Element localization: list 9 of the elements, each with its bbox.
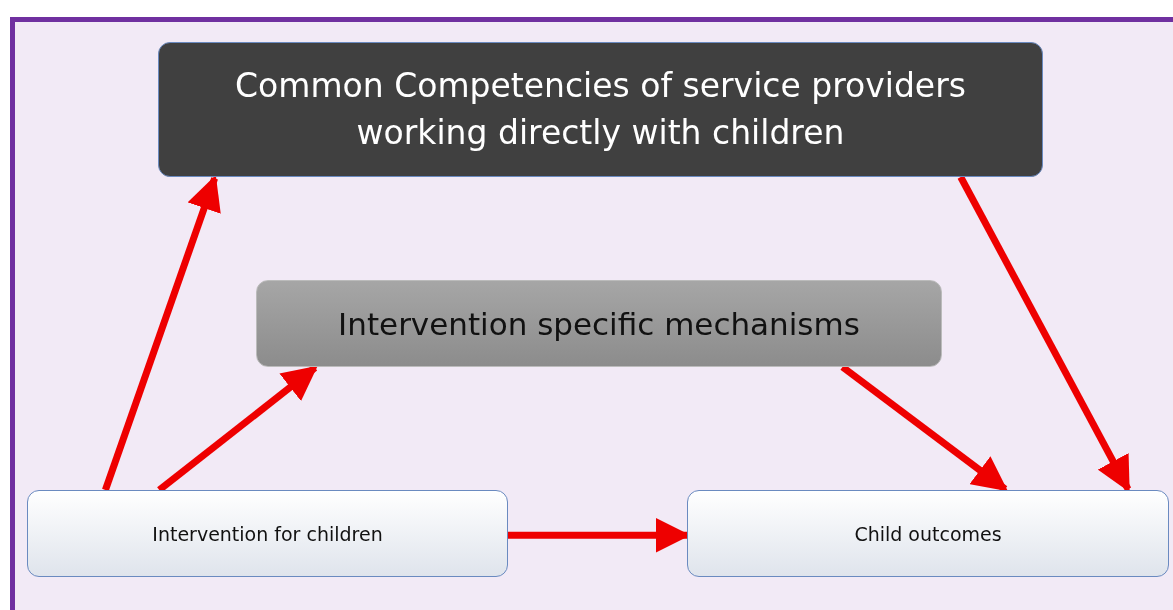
process-box <box>27 490 508 577</box>
process-box <box>687 490 1169 577</box>
process-box <box>158 42 1043 177</box>
box-label: Intervention for children <box>152 522 383 545</box>
box-label: Common Competencies of service providers working directly with children <box>234 65 967 154</box>
box-label: Intervention specific mechanisms <box>338 305 860 342</box>
process-box <box>256 280 942 367</box>
arrow <box>102 175 221 492</box>
box-label: Child outcomes <box>854 522 1002 545</box>
